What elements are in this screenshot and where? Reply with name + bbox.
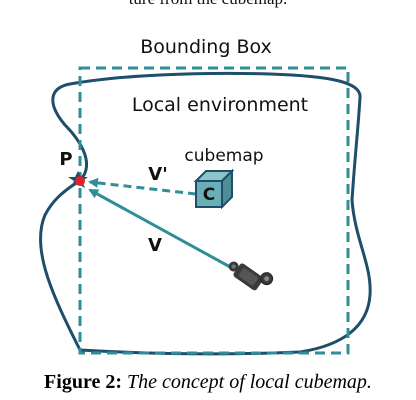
cubemap-label: cubemap xyxy=(184,146,263,166)
vector-v-prime-label: V' xyxy=(148,164,167,185)
figure-caption-text: The concept of local cubemap. xyxy=(127,371,372,393)
vector-v-label: V xyxy=(148,235,162,256)
bounding-box xyxy=(78,66,350,355)
cubemap-cube-icon xyxy=(193,168,235,210)
local-cubemap-diagram: Bounding Box Local environment cubemap C… xyxy=(39,36,372,356)
vector-v-line xyxy=(88,188,233,270)
local-environment-label: Local environment xyxy=(132,94,308,116)
point-p-dot xyxy=(75,176,85,186)
figure-caption: Figure 2: The concept of local cubemap. xyxy=(0,371,416,394)
bounding-box-label: Bounding Box xyxy=(140,36,272,58)
previous-text-fragment: ture from the cubemap. xyxy=(0,0,416,9)
camera-icon xyxy=(228,261,274,291)
figure-label: Figure 2: xyxy=(44,371,122,393)
point-p-label: P xyxy=(59,149,72,170)
vector-v-prime-line xyxy=(88,177,197,196)
cube-letter: C xyxy=(203,185,215,205)
